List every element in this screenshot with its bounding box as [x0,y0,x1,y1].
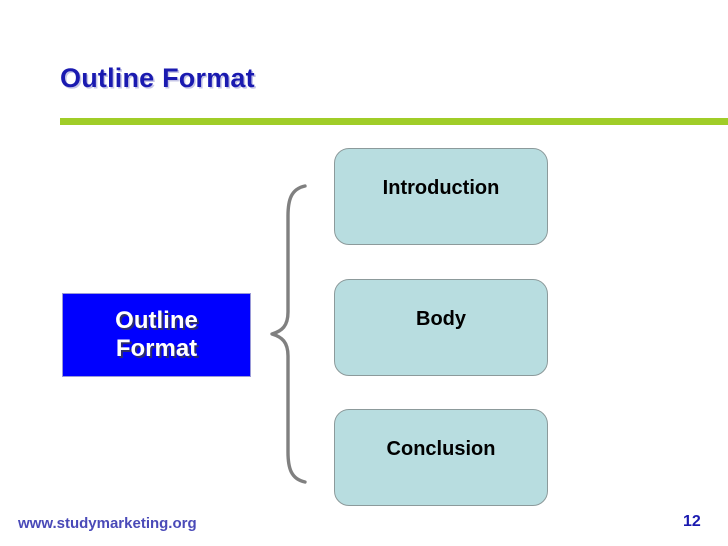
page-title: Outline Format [60,63,255,93]
stage-label-introduction: Introduction [382,177,500,199]
stage-label-conclusion: Conclusion [386,438,496,460]
title-divider-rule [60,118,728,125]
outline-label-line-2: Format [115,335,198,362]
stage-box-introduction: Introduction [334,148,548,245]
outline-format-label-box: Outline Format [62,293,251,377]
stage-box-body: Body [334,279,548,376]
footer-website-url: www.studymarketing.org [18,515,197,532]
stage-box-conclusion: Conclusion [334,409,548,506]
slide-page-number: 12 [683,513,701,530]
curly-brace-icon [270,184,307,484]
outline-label-line-1: Outline [115,306,198,334]
stage-label-body: Body [416,308,466,330]
